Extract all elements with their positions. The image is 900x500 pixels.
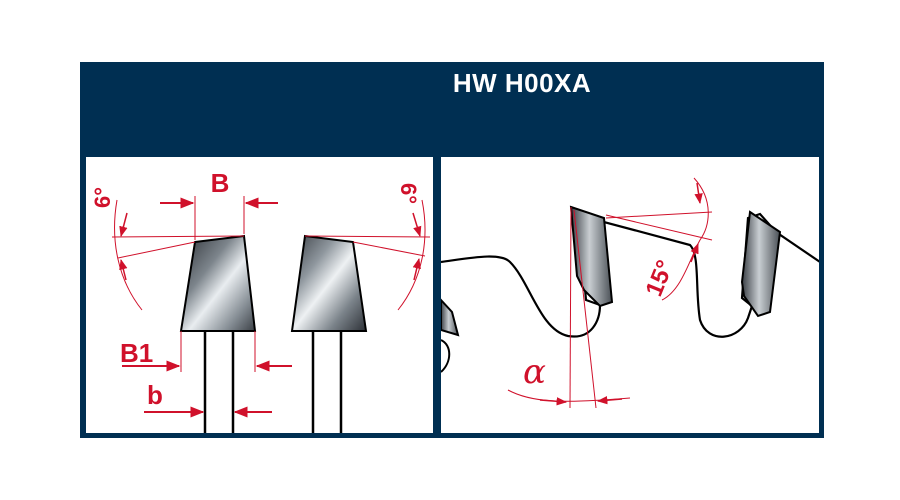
angle-arc-left bbox=[114, 199, 143, 311]
angle-arrow-15-bottom bbox=[690, 243, 699, 263]
tooth-2-shank bbox=[311, 331, 343, 433]
angle-arc-right bbox=[397, 199, 426, 311]
label-angle-right: 6° bbox=[396, 183, 421, 204]
angle-arrow-15-top bbox=[694, 182, 703, 205]
tooth-1-shank bbox=[203, 331, 235, 433]
label-b: b bbox=[147, 380, 163, 410]
angle-arrow-right-bottom bbox=[412, 257, 421, 281]
left-panel bbox=[86, 157, 433, 433]
left-panel-drawing bbox=[111, 196, 431, 433]
reference-lines bbox=[111, 196, 431, 372]
gullet-partial-left bbox=[441, 339, 451, 373]
label-angle-left: 6° bbox=[90, 187, 115, 208]
tooth-tip-center bbox=[569, 205, 614, 308]
angle-arrow-alpha-left bbox=[539, 397, 568, 406]
label-alpha: α bbox=[523, 352, 546, 392]
angle-arrow-right-top bbox=[412, 212, 422, 238]
angle-arrow-alpha-right bbox=[596, 396, 623, 405]
label-B1: B1 bbox=[120, 338, 153, 368]
angle-arrow-left-bottom bbox=[119, 258, 128, 281]
right-panel-drawing bbox=[441, 177, 819, 409]
tooth-tip-right bbox=[290, 234, 368, 332]
tooth-tip-right bbox=[740, 210, 782, 318]
page-title: HW H00XA bbox=[452, 68, 592, 98]
angle-arrow-left-top bbox=[119, 212, 128, 238]
angle-arc-15 bbox=[661, 177, 709, 301]
tooth-partial-left bbox=[441, 298, 460, 337]
label-B: B bbox=[211, 168, 230, 198]
angle-reference-lines bbox=[569, 206, 713, 409]
